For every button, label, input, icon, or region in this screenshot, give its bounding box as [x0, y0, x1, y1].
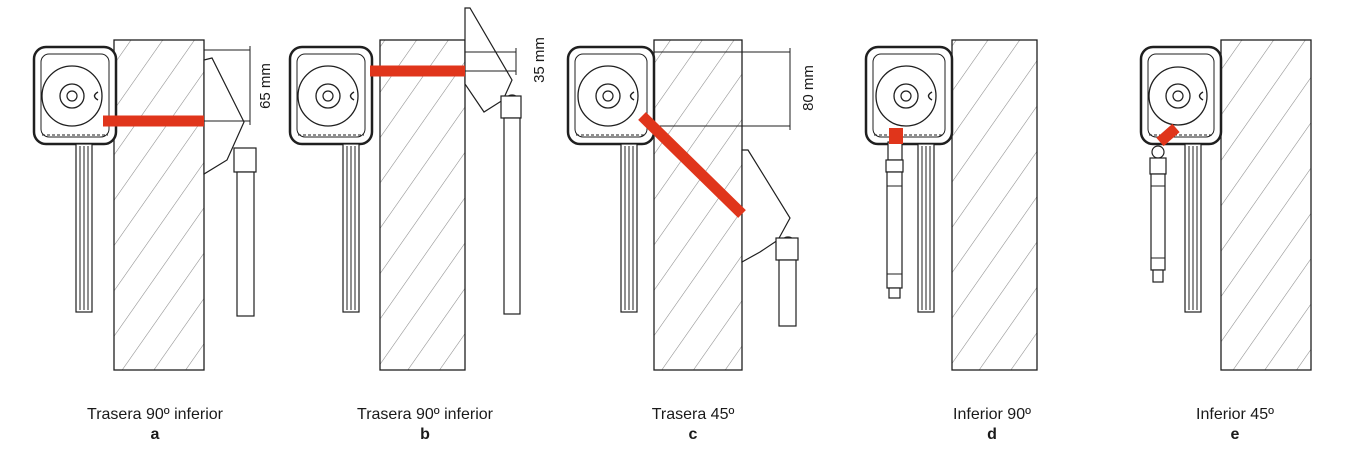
- wall: [1220, 39, 1312, 371]
- connection-bar: [1156, 123, 1180, 147]
- caption-letter: c: [688, 426, 698, 443]
- dimension-65: [204, 46, 251, 125]
- caption-b: Trasera 90º inferior b: [315, 405, 535, 446]
- motor-assembly: [885, 141, 904, 299]
- wall: [113, 39, 205, 371]
- caption-e: Inferior 45º e: [1125, 405, 1345, 446]
- dimension-label-35: 35 mm: [531, 37, 548, 83]
- panel-c: [566, 39, 799, 371]
- dimension-80: [654, 48, 791, 130]
- panel-a: [32, 39, 257, 371]
- wall: [951, 39, 1038, 371]
- caption-letter: b: [420, 426, 430, 443]
- motor-bracket: [464, 7, 522, 119]
- motor-tube: [503, 117, 521, 315]
- guide-rail: [75, 143, 93, 313]
- caption-c: Trasera 45º c: [583, 405, 803, 446]
- caption-title: Trasera 45º: [651, 406, 735, 423]
- motor-tube: [236, 171, 255, 317]
- panel-d: [864, 39, 1038, 371]
- roller-box: [864, 45, 954, 146]
- wall: [379, 39, 466, 371]
- caption-title: Inferior 90º: [953, 406, 1031, 423]
- motor-tube: [778, 259, 797, 327]
- roller-box: [566, 45, 656, 146]
- roller-box: [288, 45, 374, 146]
- panel-b: [288, 7, 522, 371]
- caption-d: Inferior 90º d: [882, 405, 1102, 446]
- panel-e: [1139, 39, 1312, 371]
- guide-rail: [342, 143, 360, 313]
- dimension-label-65: 65 mm: [257, 63, 274, 109]
- dimension-35: [465, 48, 517, 75]
- caption-letter: a: [150, 426, 160, 443]
- caption-title: Inferior 45º: [1196, 406, 1274, 423]
- caption-letter: e: [1230, 426, 1240, 443]
- guide-rail: [620, 143, 638, 313]
- roller-box: [1139, 45, 1223, 146]
- dimension-label-80: 80 mm: [800, 65, 817, 111]
- caption-title: Trasera 90º inferior: [357, 406, 493, 423]
- motor-bracket: [203, 57, 257, 176]
- guide-rail: [917, 143, 935, 313]
- motor-assembly: [1149, 145, 1167, 283]
- motor-bracket: [741, 149, 799, 264]
- roller-box: [32, 45, 118, 146]
- connection-bar: [638, 112, 746, 218]
- caption-letter: d: [987, 426, 997, 443]
- connection-bar: [889, 128, 903, 144]
- guide-rail: [1184, 143, 1202, 313]
- caption-a: Trasera 90º inferior a: [45, 405, 265, 446]
- caption-title: Trasera 90º inferior: [87, 406, 223, 423]
